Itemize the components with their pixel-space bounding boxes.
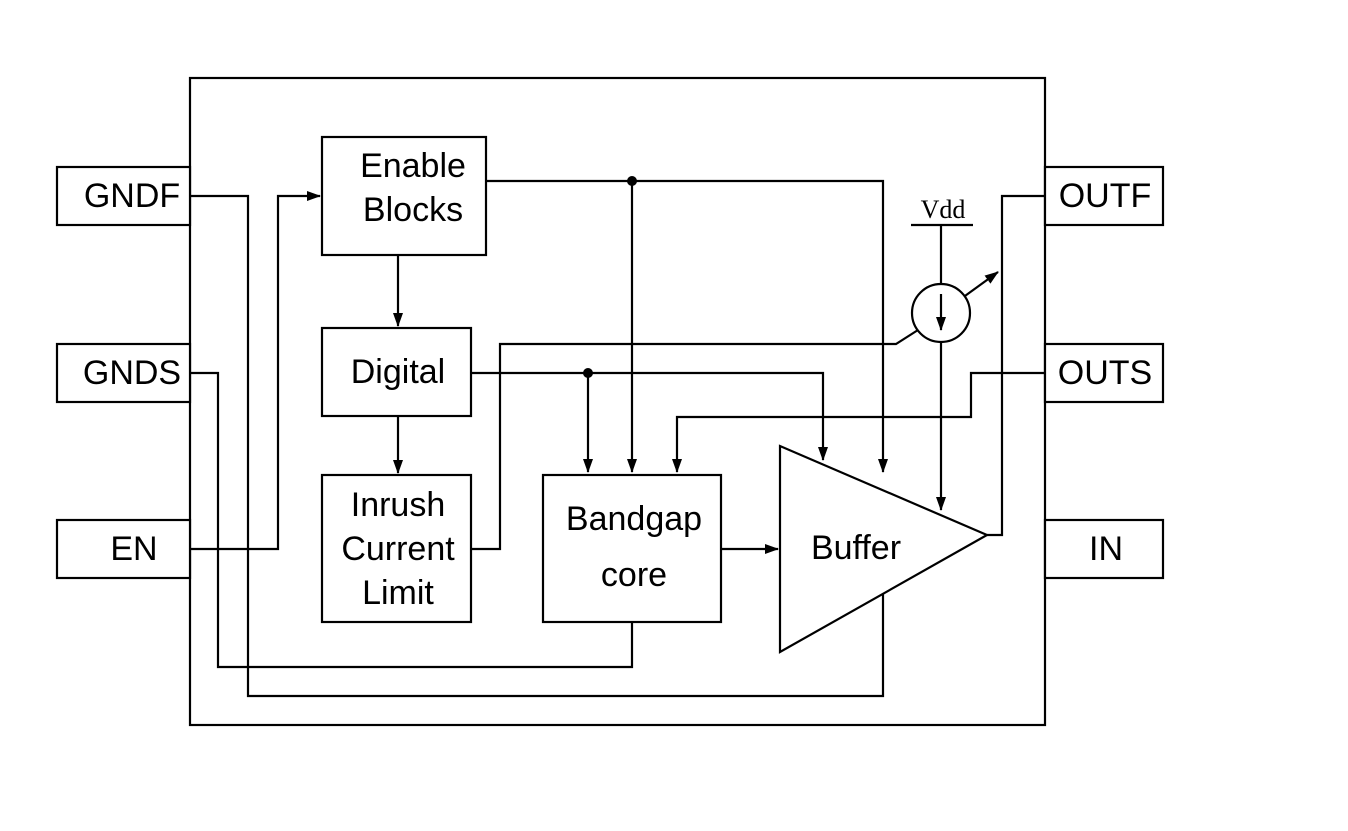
pin-gndf: GNDF <box>55 165 192 227</box>
buffer-label: Buffer <box>811 529 901 567</box>
vdd-label: Vdd <box>921 195 966 224</box>
junction-dot <box>583 368 593 378</box>
pin-outf: OUTF <box>1043 165 1165 227</box>
wire-en-to-enable <box>190 191 321 551</box>
pin-gnds: GNDS <box>55 342 192 404</box>
bandgap-line-1: Bandgap <box>566 500 702 538</box>
enable-line-2: Blocks <box>363 191 463 229</box>
bandgap-line-2: core <box>601 556 667 594</box>
enable-blocks: Enable Blocks <box>320 135 488 257</box>
pin-in: IN <box>1043 518 1165 580</box>
wire-gndf-return <box>190 194 885 698</box>
inrush-line-1: Inrush <box>351 486 446 524</box>
junction-dot <box>627 176 637 186</box>
pin-outs-label: OUTS <box>1058 354 1152 392</box>
inrush-line-3: Limit <box>362 574 434 612</box>
bandgap-core-block: Bandgap core <box>541 473 723 624</box>
pin-outs: OUTS <box>1043 342 1165 404</box>
inrush-current-limit-block: Inrush Current Limit <box>320 473 473 624</box>
pin-en-label: EN <box>110 530 157 568</box>
digital-block: Digital <box>320 326 473 418</box>
pin-gndf-label: GNDF <box>84 177 180 215</box>
chip-outline <box>188 76 1047 727</box>
pin-gnds-label: GNDS <box>83 354 181 392</box>
inrush-line-2: Current <box>341 530 455 568</box>
wire-outs-sense <box>672 371 1045 473</box>
buffer-amplifier: Buffer <box>778 444 990 654</box>
pin-in-label: IN <box>1089 530 1123 568</box>
wire-enable-to-buffer <box>486 179 888 473</box>
enable-line-1: Enable <box>360 147 466 185</box>
wire-inrush-control <box>471 329 919 551</box>
pin-outf-label: OUTF <box>1059 177 1152 215</box>
wire-buffer-to-outf <box>987 194 1045 537</box>
digital-label: Digital <box>351 353 445 391</box>
wire-gnds-return <box>190 371 634 669</box>
pin-en: EN <box>55 518 192 580</box>
